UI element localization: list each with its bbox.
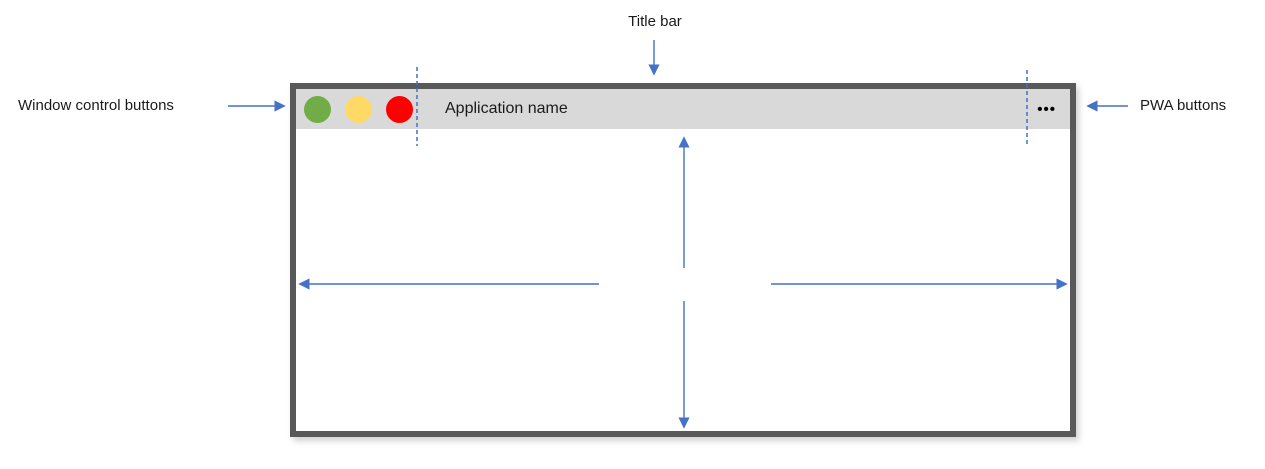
window-control-buttons-label: Window control buttons (18, 97, 174, 114)
web-app-content-area (296, 129, 1070, 431)
mock-app-window: Application name ••• (290, 83, 1076, 437)
window-control-yellow-icon (345, 95, 372, 123)
pwa-buttons-label: PWA buttons (1140, 97, 1227, 114)
window-control-green-icon (304, 95, 331, 123)
title-bar: Application name ••• (296, 89, 1070, 129)
window-control-red-icon (386, 95, 413, 123)
application-name-text: Application name (445, 100, 568, 117)
pwa-menu-ellipsis-icon: ••• (1037, 100, 1056, 118)
title-bar-label: Title bar (628, 13, 682, 30)
